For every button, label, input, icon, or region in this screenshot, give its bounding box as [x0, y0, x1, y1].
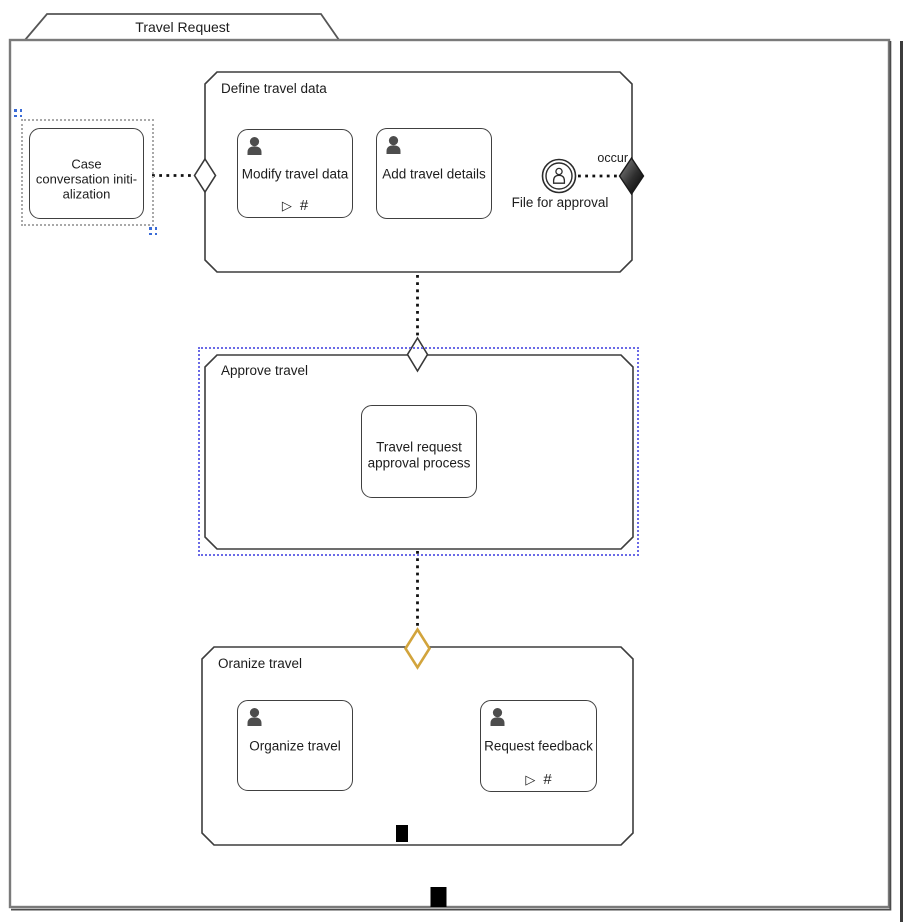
task-markers: ▷ # [481, 772, 596, 787]
event-file-for-approval-inner-circle [545, 162, 573, 190]
task-label: Modify travel data [241, 165, 349, 181]
person-icon [490, 708, 505, 726]
canvas-right-edge [900, 41, 903, 922]
case-task-selection-rect[interactable] [21, 119, 154, 226]
stage-approve-travel-label: Approve travel [221, 363, 309, 378]
exit-criterion-stage1-diamond[interactable] [618, 156, 645, 196]
task-label: Organize travel [249, 737, 341, 753]
entry-criterion-stage1-diamond[interactable] [193, 157, 217, 194]
task-label: Request feedback [484, 738, 593, 754]
case-title: Travel Request [135, 19, 230, 35]
task-case-conversation-initialization[interactable]: Case conversation initi- alization [29, 128, 144, 219]
event-file-for-approval-label: File for approval [511, 195, 609, 210]
entry-criterion-stage3-diamond-highlighted[interactable] [403, 627, 432, 670]
task-organize-travel[interactable]: Organize travel [237, 700, 353, 791]
connector-occur-label: occur [597, 151, 628, 165]
repetition-icon: # [543, 771, 552, 788]
selection-handle-top-left[interactable] [14, 109, 22, 117]
task-travel-request-approval-process[interactable]: Travel request approval process [361, 405, 477, 498]
task-modify-travel-data[interactable]: Modify travel data ▷ # [237, 129, 353, 218]
task-label: Travel request approval process [367, 439, 471, 471]
stage-approve-travel-selection-rect[interactable] [198, 347, 639, 556]
person-icon [386, 136, 401, 154]
task-request-feedback[interactable]: Request feedback ▷ # [480, 700, 597, 792]
entry-criterion-stage2-diamond[interactable] [406, 336, 429, 373]
stage-oranize-travel-label: Oranize travel [218, 656, 303, 671]
person-outline-icon [552, 167, 566, 184]
task-label: Case conversation initi- alization [35, 156, 138, 202]
person-icon [247, 708, 262, 726]
task-label: Add travel details [382, 165, 486, 181]
case-plan-boundary-shadow [11, 41, 892, 911]
task-add-travel-details[interactable]: Add travel details [376, 128, 492, 219]
stage3-autocomplete-marker[interactable] [396, 825, 408, 842]
stage-define-travel-data-label: Define travel data [221, 81, 327, 96]
selection-handle-bottom-right[interactable] [149, 227, 157, 235]
case-autocomplete-marker[interactable] [430, 887, 447, 907]
task-markers: ▷ # [238, 198, 352, 213]
repetition-icon: # [299, 197, 309, 214]
stage-oranize-travel-shape[interactable] [201, 646, 634, 846]
manual-activation-icon: ▷ [281, 197, 292, 213]
manual-activation-icon: ▷ [525, 771, 536, 787]
person-icon [247, 137, 262, 155]
